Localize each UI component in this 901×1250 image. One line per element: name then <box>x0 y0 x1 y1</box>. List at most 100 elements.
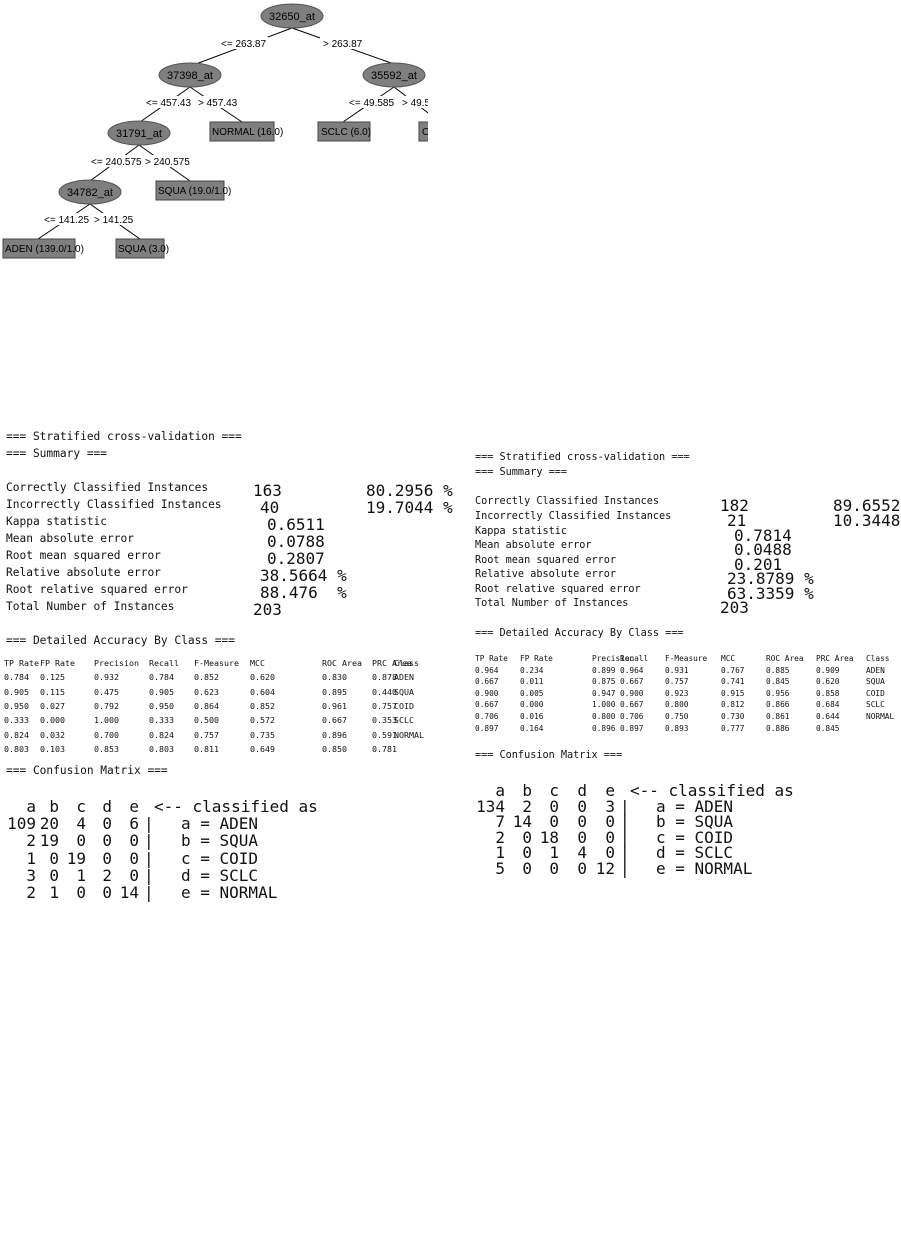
right-summary-label: Total Number of Instances <box>475 598 629 609</box>
detail-cell: 0.909 <box>816 665 840 675</box>
left-summary-label: Incorrectly Classified Instances <box>6 498 222 511</box>
detail-cell: 0.811 <box>194 743 219 754</box>
confusion-cell: 0 <box>577 812 587 831</box>
detail-cell: 0.932 <box>94 672 119 683</box>
detail-cell: 0.000 <box>40 715 65 726</box>
detail-cell: SCLC <box>394 715 414 726</box>
edge-label-l-ll: <= 457.43 <box>146 98 191 109</box>
right-detail-header: === Detailed Accuracy By Class === <box>475 628 684 639</box>
confusion-cell: 0 <box>49 848 59 868</box>
detail-column-header: FP Rate <box>40 658 75 668</box>
right-summary-value: 0.201 <box>734 555 783 574</box>
confusion-cell: 0 <box>522 827 532 847</box>
detail-column-header: Recall <box>620 654 649 663</box>
detail-column-header: ROC Area <box>766 654 804 663</box>
tree-node-root-label: 32650_at <box>269 11 315 23</box>
tree-leaf-sclc-label: SCLC (6.0) <box>321 127 371 138</box>
confusion-row-label: a = ADEN <box>656 796 734 816</box>
confusion-cell: 0 <box>49 865 59 885</box>
confusion-cell: 6 <box>129 814 139 834</box>
detail-cell: 0.730 <box>721 712 745 721</box>
detail-column-header: Class <box>866 654 890 663</box>
confusion-cell: 0 <box>76 883 86 902</box>
detail-cell: 0.895 <box>322 686 347 697</box>
detail-cell: COID <box>866 688 885 698</box>
confusion-column-header: c <box>549 781 559 800</box>
detail-cell: 0.905 <box>149 686 174 697</box>
confusion-bar: | <box>144 883 154 902</box>
detail-cell: 0.032 <box>40 729 65 740</box>
edge-label-root-left: <= 263.87 <box>221 39 266 50</box>
detail-cell: 0.000 <box>520 700 544 710</box>
detail-cell: 0.333 <box>149 715 174 726</box>
left-summary-value: 0.2807 <box>267 549 325 568</box>
confusion-cell: 18 <box>539 827 559 847</box>
tree-node-lll <box>58 179 122 205</box>
confusion-cell: 0 <box>549 812 559 831</box>
detail-cell: NORMAL <box>866 712 895 721</box>
decision-tree: <= 263.87 > 263.87 <= 457.43 > 457.43 <=… <box>2 3 428 259</box>
confusion-cell: 0 <box>522 843 532 862</box>
detail-cell: 0.947 <box>592 688 616 698</box>
right-summary-extra: 89.6552 % <box>833 496 901 515</box>
right-summary-block: Correctly Classified Instances 182 89.65… <box>475 496 900 1060</box>
confusion-column-header: b <box>49 797 59 816</box>
left-summary-value: 203 <box>253 600 282 619</box>
detail-cell: 0.800 <box>592 712 616 721</box>
confusion-cell: 0 <box>577 858 587 878</box>
confusion-cell: 14 <box>512 812 532 831</box>
detail-cell: 1.000 <box>592 700 616 710</box>
detail-cell: 0.850 <box>322 743 347 754</box>
confusion-row-label: e = NORMAL <box>181 883 278 902</box>
detail-cell: 0.845 <box>766 677 790 687</box>
right-confusion-header: === Confusion Matrix === <box>475 750 623 761</box>
confusion-row-label: d = SCLC <box>656 843 734 862</box>
detail-cell: 0.866 <box>766 700 790 710</box>
right-summary-label: Incorrectly Classified Instances <box>475 511 672 522</box>
confusion-cell: 2 <box>26 831 36 851</box>
confusion-cell: 2 <box>26 883 36 902</box>
detail-cell: 0.115 <box>40 686 65 697</box>
edge-label-r-rl: <= 49.585 <box>349 98 394 109</box>
confusion-cell: 20 <box>39 814 59 834</box>
tree-leaf-squa19-label: SQUA (19.0/1.0) <box>158 186 231 197</box>
detail-cell: 0.684 <box>816 700 840 710</box>
detail-cell: SQUA <box>394 686 414 697</box>
detail-cell: 0.956 <box>766 688 790 698</box>
detail-cell: 0.667 <box>475 677 499 687</box>
confusion-cell: 109 <box>7 814 36 834</box>
confusion-cell: 0 <box>605 843 615 862</box>
confusion-cell: 19 <box>39 831 59 851</box>
detail-cell: COID <box>394 700 414 711</box>
detail-cell: 0.757 <box>194 729 219 740</box>
left-summary-label: Relative absolute error <box>6 566 161 579</box>
confusion-cell: 2 <box>102 865 112 885</box>
detail-cell: NORMAL <box>394 729 424 740</box>
right-summary-label: Kappa statistic <box>475 526 568 537</box>
detail-column-header: MCC <box>721 654 736 663</box>
detail-column-header: PRC Area <box>816 654 854 663</box>
detail-cell: 0.931 <box>665 665 689 675</box>
left-summary-label: Root relative squared error <box>6 583 188 596</box>
detail-cell: 0.923 <box>665 688 689 698</box>
detail-cell: 0.812 <box>721 700 745 710</box>
detail-column-header: FP Rate <box>520 654 553 663</box>
detail-cell: 0.572 <box>250 715 275 726</box>
right-header-cv: === Stratified cross-validation === <box>475 452 690 463</box>
tree-leaf-normal-label: NORMAL (16.0) <box>212 127 283 138</box>
detail-cell: 0.005 <box>520 688 544 698</box>
left-summary-value: 88.476 % <box>260 583 347 602</box>
detail-cell: 0.757 <box>665 677 689 687</box>
detail-column-header: TP Rate <box>4 658 39 668</box>
tree-leaf-squa3 <box>115 238 165 259</box>
detail-cell: 0.591 <box>372 729 397 740</box>
detail-cell: 0.440 <box>372 686 397 697</box>
confusion-cell: 1 <box>49 883 59 902</box>
detail-cell: 0.667 <box>475 700 499 710</box>
confusion-column-header: d <box>577 781 587 800</box>
confusion-cell: 134 <box>476 796 505 816</box>
confusion-cell: 0 <box>605 827 615 847</box>
detail-cell: 0.667 <box>620 677 644 687</box>
detail-cell: 0.803 <box>149 743 174 754</box>
confusion-cell: 0 <box>577 827 587 847</box>
